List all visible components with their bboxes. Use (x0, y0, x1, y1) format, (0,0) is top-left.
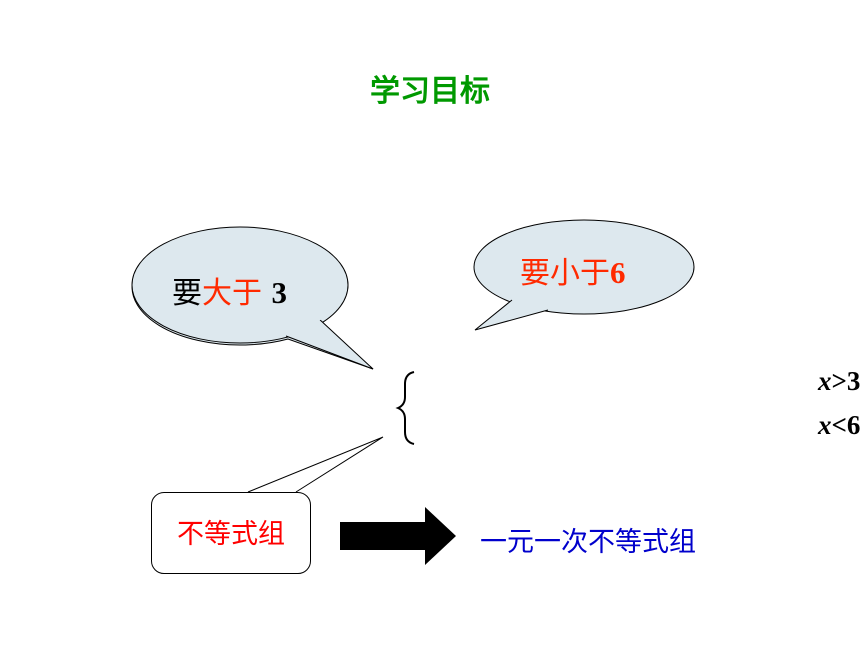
bubble-left-prefix: 要 (172, 276, 202, 311)
bubble-left-highlight: 大于 (202, 276, 272, 311)
bubble-right-label: 要小于 (520, 256, 610, 291)
callout-box (151, 492, 311, 574)
callout-pointer (247, 436, 384, 493)
page-title: 学习目标 (370, 74, 490, 109)
bubble-left-text: 要大于 3 (172, 268, 287, 312)
bubble-right-text: 要小于6 (520, 248, 626, 292)
inequality-line-1: x>3 ; (818, 366, 860, 396)
inequality-line-2: x<6 . (818, 410, 860, 440)
left-brace-icon (395, 371, 415, 445)
bubble-left-number: 3 (271, 275, 288, 310)
bubble-right-number: 6 (610, 255, 626, 290)
callout-label: 不等式组 (177, 519, 285, 550)
speech-bubble-right (473, 219, 695, 315)
result-label: 一元一次不等式组 (480, 527, 696, 558)
right-arrow-icon (340, 507, 456, 565)
